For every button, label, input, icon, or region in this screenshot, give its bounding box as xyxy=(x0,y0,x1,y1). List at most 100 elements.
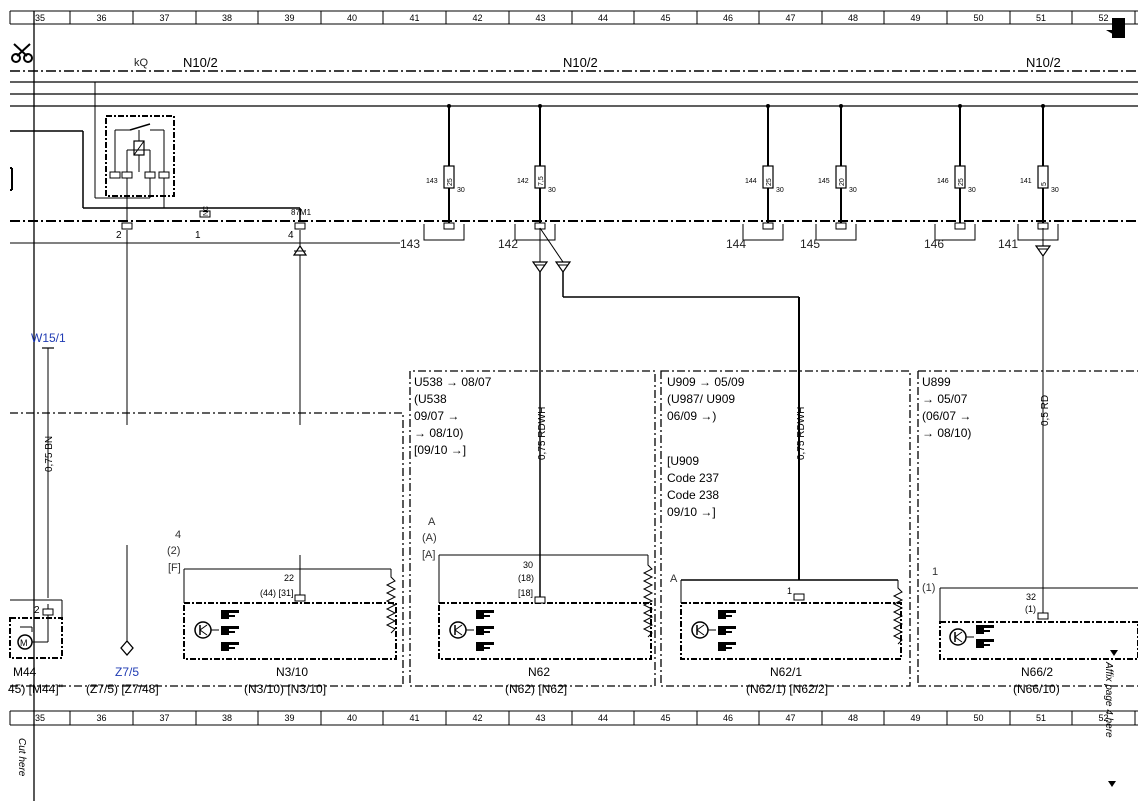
n662-note-3: (06/07 → xyxy=(922,409,971,423)
grid-number: 36 xyxy=(96,713,106,723)
grid-number: 35 xyxy=(35,713,45,723)
relay-pin-1: 1 xyxy=(195,230,201,241)
n621-note-4: [U909 xyxy=(667,454,699,468)
n10-mid-label: N10/2 xyxy=(563,55,598,70)
grid-number: 39 xyxy=(284,13,294,23)
n62-pin-18: (18) xyxy=(518,573,534,583)
fuse-number: 144 xyxy=(745,178,757,185)
wire-rd-label: 0,5 RD xyxy=(1040,395,1051,426)
wire-rdwh-label-1: 0,75 RDWH xyxy=(537,407,548,460)
n662-pin-1b: (1) xyxy=(922,582,935,594)
corner-mark-icon xyxy=(1106,18,1125,38)
fuse-rating: 25 xyxy=(958,178,965,186)
pointing-hand-icon xyxy=(476,626,494,635)
fuse-number: 145 xyxy=(818,178,830,185)
m44-label: M44 xyxy=(13,665,37,679)
pointing-hand-icon xyxy=(976,639,994,648)
n621-pin-1: 1 xyxy=(787,586,792,596)
grid-number: 49 xyxy=(910,13,920,23)
grid-number: 43 xyxy=(535,13,545,23)
grid-number: 45 xyxy=(660,713,670,723)
n62-pin-a3: [A] xyxy=(422,549,435,561)
pointing-hand-icon xyxy=(221,642,239,651)
grid-number: 46 xyxy=(723,713,733,723)
n3-pin-f: [F] xyxy=(168,562,181,574)
pointing-hand-icon xyxy=(718,642,736,651)
m44-bottom: 45) [M44]" xyxy=(8,682,63,696)
n662-pin-1: 1 xyxy=(932,566,938,578)
grid-number: 44 xyxy=(598,13,608,23)
fuse-connector-label: 142 xyxy=(498,237,518,251)
n62-note-1: U538 → 08/07 xyxy=(414,375,492,389)
pointing-hand-icon xyxy=(221,610,239,619)
n62-note-3: 09/07 → xyxy=(414,409,459,423)
pointing-hand-icon xyxy=(476,610,494,619)
control-unit-symbol xyxy=(954,625,994,648)
m44-motor-glyph: M xyxy=(20,638,28,648)
n62-pin-a: A xyxy=(428,516,436,528)
affix-arrows xyxy=(1108,650,1118,787)
grid-number: 36 xyxy=(96,13,106,23)
grid-number: 47 xyxy=(785,13,795,23)
grid-number: 52 xyxy=(1098,713,1108,723)
n662-note-2: → 05/07 xyxy=(922,392,968,406)
grid-number: 51 xyxy=(1036,713,1046,723)
n621-pin-a: A xyxy=(670,573,678,585)
n62-bottom: (N62) [N62] xyxy=(505,682,567,696)
n621-bottom: (N62/1) [N62/2] xyxy=(746,682,828,696)
fuse-rating: 25 xyxy=(766,178,773,186)
fuse-rating: 7,5 xyxy=(538,176,545,186)
cut-here-text: Cut here xyxy=(16,738,27,777)
fuse-terminal: 30 xyxy=(968,187,976,194)
wire-bn-label: 0,75 BN xyxy=(44,436,55,472)
n10-right-label: N10/2 xyxy=(1026,55,1061,70)
grid-number: 35 xyxy=(35,13,45,23)
fuse-terminal: 30 xyxy=(457,187,465,194)
n62-pin-18b: [18] xyxy=(518,588,533,598)
grid-number: 39 xyxy=(284,713,294,723)
n3-pin-44: (44) [31] xyxy=(260,588,294,598)
n3-pin-2: (2) xyxy=(167,545,180,557)
fuse-terminal: 30 xyxy=(548,187,556,194)
n662-note-4: → 08/10) xyxy=(922,426,971,440)
relay-pin-2: 2 xyxy=(116,230,122,241)
relay-pin-4: 4 xyxy=(288,230,294,241)
z7-bottom: (Z7/5) [Z7/48] xyxy=(86,682,159,696)
z7-label: Z7/5 xyxy=(115,665,139,679)
fuse-connector-label: 145 xyxy=(800,237,820,251)
grid-number: 52 xyxy=(1098,13,1108,23)
n3-label: N3/10 xyxy=(276,665,308,679)
grid-number: 45 xyxy=(660,13,670,23)
fuse-number: 142 xyxy=(517,178,529,185)
grid-number: 44 xyxy=(598,713,608,723)
fuse-number: 143 xyxy=(426,178,438,185)
relay-pin-nc: NC xyxy=(203,206,210,216)
grid-number: 50 xyxy=(973,713,983,723)
grid-number: 41 xyxy=(409,713,419,723)
n62-pin-30: 30 xyxy=(523,560,533,570)
fuse-144: 25 144 30 144 xyxy=(726,104,784,251)
scissors-icon xyxy=(11,43,33,63)
grid-number: 41 xyxy=(409,13,419,23)
fuse-connector-label: 144 xyxy=(726,237,746,251)
control-unit-symbol xyxy=(199,610,239,651)
grid-number: 43 xyxy=(535,713,545,723)
n621-note-6: Code 238 xyxy=(667,488,719,502)
fuse-rating: 25 xyxy=(447,178,454,186)
grid-number: 40 xyxy=(347,13,357,23)
fuse-rating: 5 xyxy=(1041,182,1048,186)
control-unit-symbol xyxy=(454,610,494,651)
grid-number: 42 xyxy=(472,713,482,723)
w15-label: W15/1 xyxy=(31,331,66,345)
n662-bottom: (N66/10) xyxy=(1013,682,1060,696)
grid-number: 49 xyxy=(910,713,920,723)
n662-pin-32: 32 xyxy=(1026,592,1036,602)
m44-pin: 2 xyxy=(34,605,40,616)
n662-pin-1c: (1) xyxy=(1025,604,1036,614)
fuse-terminal: 30 xyxy=(776,187,784,194)
